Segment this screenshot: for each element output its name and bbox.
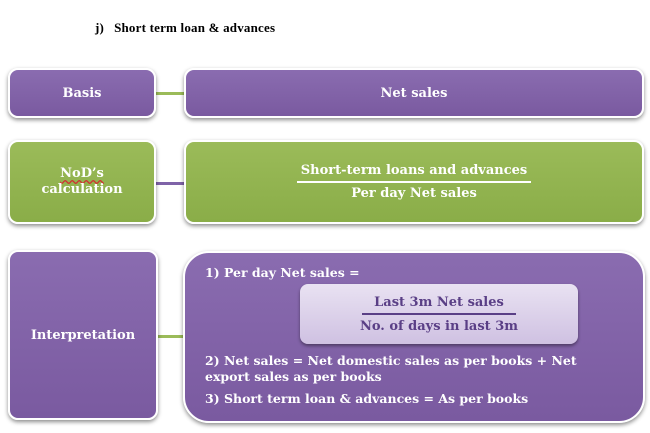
basis-label: Basis [62,85,102,101]
basis-value: Net sales [380,85,448,101]
interpretation-label: Interpretation [30,327,136,343]
basis-value-box: Net sales [184,68,644,118]
interpretation-item-1: 1) Per day Net sales = [205,265,360,280]
interpretation-label-box: Interpretation [8,250,158,420]
nod-formula-denominator: Per day Net sales [351,186,477,201]
per-day-sales-numerator: Last 3m Net sales [362,295,516,315]
basis-connector [156,92,184,95]
interpretation-item-2: 2) Net sales = Net domestic sales as per… [205,353,577,384]
interpretation-body-box: 1) Per day Net sales = Last 3m Net sales… [183,251,645,423]
per-day-sales-fraction-box: Last 3m Net sales No. of days in last 3m [300,284,578,344]
nod-formula-box: Short-term loans and advances Per day Ne… [184,140,644,224]
section-number: j) [95,20,105,35]
nod-label-line1: NoD’s [60,166,104,181]
section-title: j) Short term loan & advances [95,20,275,36]
interpretation-item-3: 3) Short term loan & advances = As per b… [205,391,529,406]
section-title-text: Short term loan & advances [114,20,276,35]
nod-connector [156,182,184,185]
nod-label-box: NoD’s calculation [8,140,156,224]
basis-label-box: Basis [8,68,156,118]
interpretation-connector [158,335,184,338]
nod-label-line2: calculation [41,182,123,197]
per-day-sales-denominator: No. of days in last 3m [359,318,518,334]
nod-formula-numerator: Short-term loans and advances [296,163,532,183]
